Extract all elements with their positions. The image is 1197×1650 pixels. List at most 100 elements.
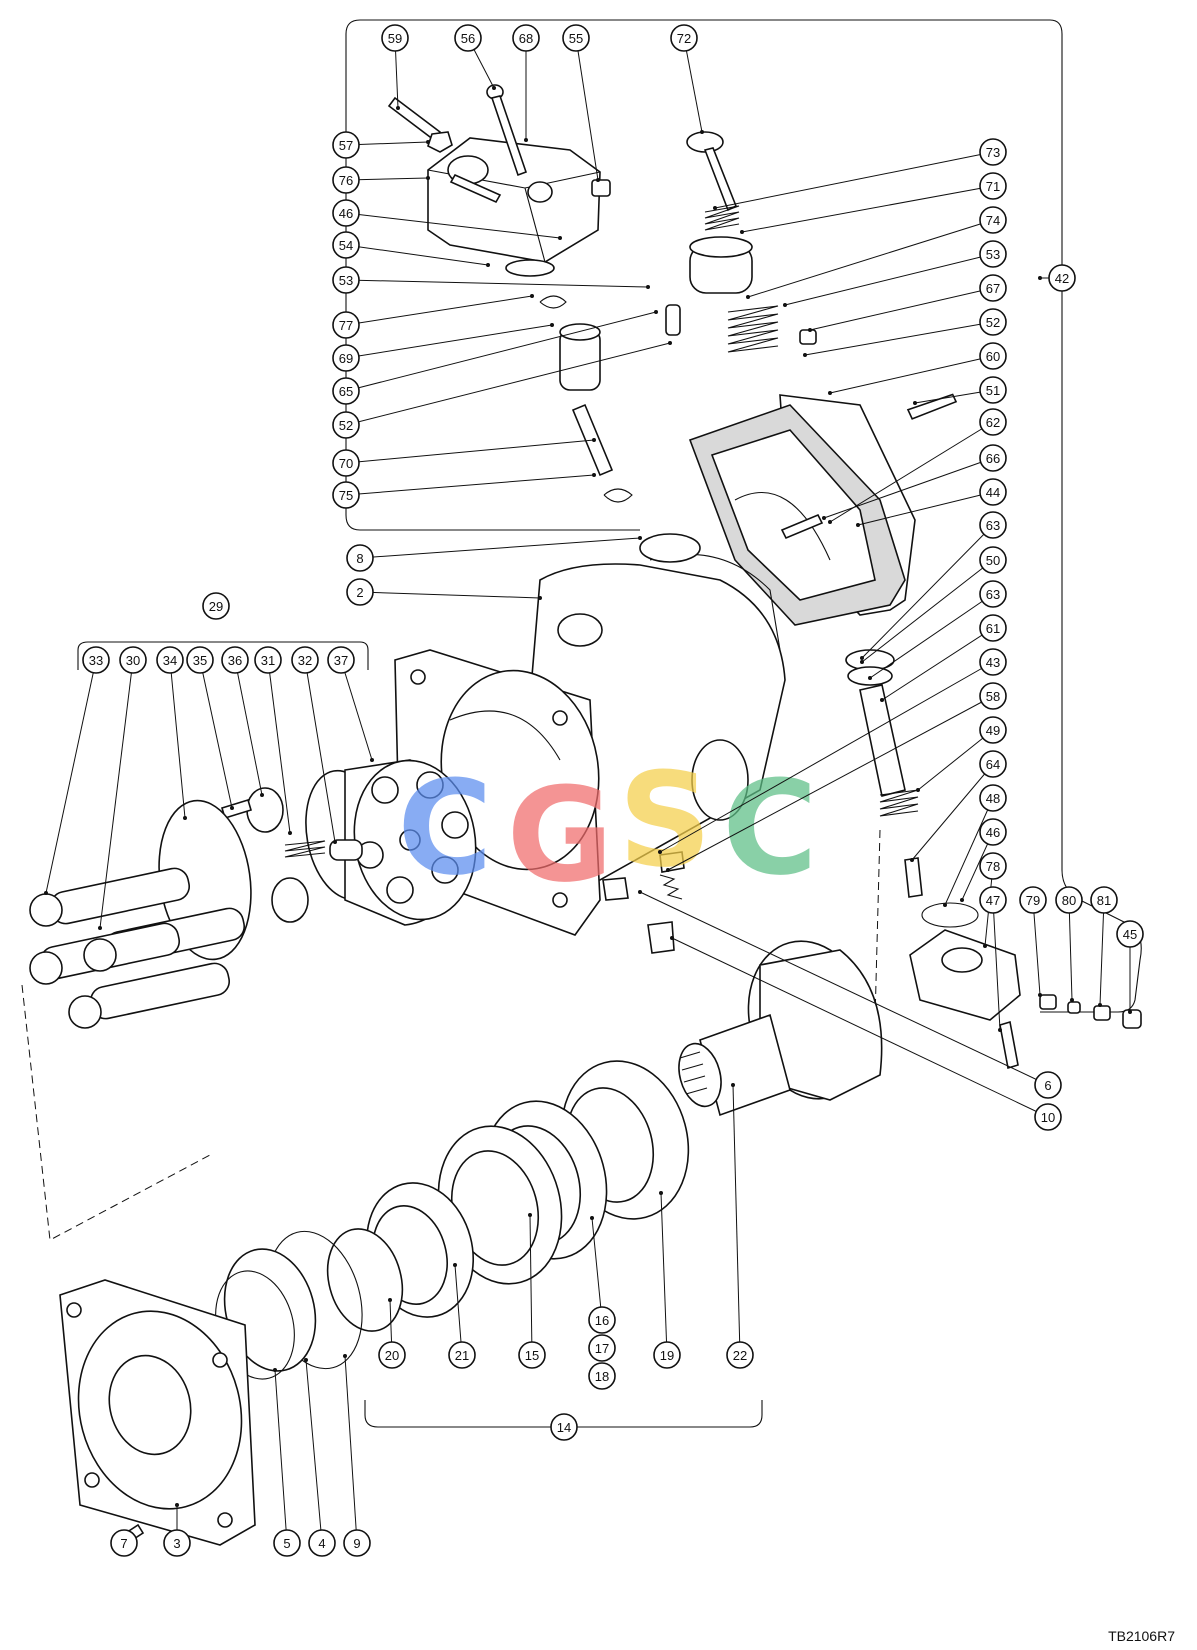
plug-81 xyxy=(1093,1005,1111,1021)
leader-line-48 xyxy=(944,797,994,906)
leader-line-5 xyxy=(274,1369,288,1544)
callout-63: 63 xyxy=(979,580,1007,608)
callout-number: 80 xyxy=(1062,893,1076,908)
callout-33: 33 xyxy=(82,646,110,674)
leader-line-4 xyxy=(305,1359,323,1544)
callout-58: 58 xyxy=(979,682,1007,710)
leader-line-80 xyxy=(1068,899,1073,1001)
bolt-47 xyxy=(999,1020,1019,1070)
callout-number: 61 xyxy=(986,621,1000,636)
callout-circle xyxy=(202,592,230,620)
leader-dot-3 xyxy=(175,1503,179,1507)
plug-67 xyxy=(799,329,817,345)
leader-dot-8 xyxy=(638,536,642,540)
leader-dot-50 xyxy=(860,660,864,664)
callout-number: 34 xyxy=(163,653,177,668)
leader-line-52 xyxy=(345,342,671,426)
callout-circle xyxy=(254,646,282,674)
callout-62: 62 xyxy=(979,408,1007,436)
leader-dot-44 xyxy=(856,523,860,527)
spring-74 xyxy=(727,305,779,353)
leader-line-47 xyxy=(992,899,1001,1031)
leader-dot-52 xyxy=(803,353,807,357)
callout-number: 64 xyxy=(986,757,1000,772)
callout-circle xyxy=(1090,886,1118,914)
circlip-77 xyxy=(539,295,567,309)
callout-31: 31 xyxy=(254,646,282,674)
callout-50: 50 xyxy=(979,546,1007,574)
group-bracket-29 xyxy=(77,641,369,670)
watermark-letter-c2: C xyxy=(722,752,817,904)
end-cover-3 xyxy=(59,1279,256,1546)
callout-34: 34 xyxy=(156,646,184,674)
leader-line-6 xyxy=(639,891,1049,1086)
callout-46: 46 xyxy=(332,199,360,227)
leader-dot-2 xyxy=(538,596,542,600)
circlip-75 xyxy=(603,488,633,503)
leader-dot-48 xyxy=(943,903,947,907)
callout-circle xyxy=(1116,920,1144,948)
callout-number: 48 xyxy=(986,791,1000,806)
callout-circle xyxy=(332,481,360,509)
callout-circle xyxy=(979,206,1007,234)
leader-dot-75 xyxy=(592,473,596,477)
leader-dot-78 xyxy=(983,944,987,948)
leader-line-43 xyxy=(659,661,994,853)
callout-76: 76 xyxy=(332,166,360,194)
callout-57: 57 xyxy=(332,131,360,159)
leader-dot-58 xyxy=(666,868,670,872)
leader-dot-66 xyxy=(822,516,826,520)
callout-44: 44 xyxy=(979,478,1007,506)
callout-number: 60 xyxy=(986,349,1000,364)
leader-line-34 xyxy=(169,659,186,819)
callout-circle xyxy=(1055,886,1083,914)
callout-circle xyxy=(332,131,360,159)
spring-58 xyxy=(659,874,683,900)
leader-dot-21 xyxy=(453,1263,457,1267)
leader-line-15 xyxy=(529,1214,533,1356)
leader-dot-35 xyxy=(230,806,234,810)
callout-circle xyxy=(979,852,1007,880)
callout-circle xyxy=(1034,1071,1062,1099)
leader-dot-81 xyxy=(1098,1003,1102,1007)
leader-dot-15 xyxy=(528,1213,532,1217)
callout-number: 44 xyxy=(986,485,1000,500)
leader-line-35 xyxy=(199,659,233,809)
callout-number: 51 xyxy=(986,383,1000,398)
callout-number: 49 xyxy=(986,723,1000,738)
callout-number: 29 xyxy=(209,599,223,614)
callout-circle xyxy=(186,646,214,674)
leader-line-37 xyxy=(340,659,373,761)
callout-6: 6 xyxy=(1034,1071,1062,1099)
leader-line-55 xyxy=(575,37,599,181)
leader-line-53 xyxy=(345,279,649,288)
callout-circle xyxy=(346,544,374,572)
spring-31 xyxy=(284,840,326,858)
leader-line-53 xyxy=(784,253,994,306)
callout-number: 16 xyxy=(595,1313,609,1328)
leader-dot-43 xyxy=(658,850,662,854)
callout-47: 47 xyxy=(979,886,1007,914)
leader-dot-55 xyxy=(596,178,600,182)
callout-number: 35 xyxy=(193,653,207,668)
pin-64 xyxy=(904,857,923,898)
callout-circle xyxy=(979,240,1007,268)
leader-line-52 xyxy=(804,321,994,356)
callout-circle xyxy=(332,199,360,227)
callout-number: 54 xyxy=(339,238,353,253)
callout-56: 56 xyxy=(454,24,482,52)
leader-dot-70 xyxy=(592,438,596,442)
callout-21: 21 xyxy=(448,1341,476,1369)
callout-74: 74 xyxy=(979,206,1007,234)
callout-number: 52 xyxy=(339,418,353,433)
callout-49: 49 xyxy=(979,716,1007,744)
bolt-56 xyxy=(486,84,528,177)
leader-line-30 xyxy=(99,659,134,929)
plug-6 xyxy=(602,877,629,901)
callout-19: 19 xyxy=(653,1341,681,1369)
leader-dot-53 xyxy=(783,303,787,307)
callout-circle xyxy=(979,648,1007,676)
callout-circle xyxy=(156,646,184,674)
leader-dot-37 xyxy=(370,758,374,762)
